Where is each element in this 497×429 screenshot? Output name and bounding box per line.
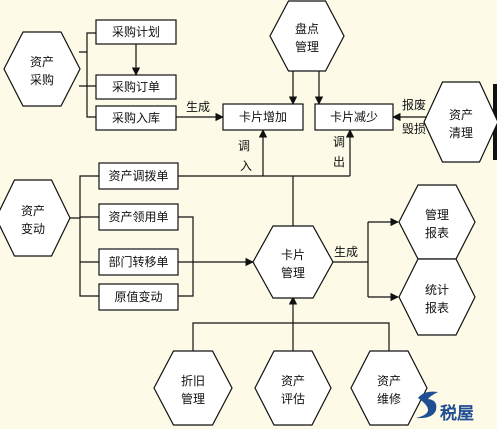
- hexagon-label: 折旧: [181, 373, 205, 388]
- label-damage: 毁损: [402, 121, 426, 136]
- hexagon-shape: [153, 350, 233, 426]
- box-shape: [98, 248, 179, 276]
- label-transfer-in-1: 调: [238, 139, 250, 153]
- box-label: 资产调拨单: [108, 169, 168, 183]
- hexagon-shape: [350, 350, 428, 426]
- hexagon-label: 报表: [425, 300, 449, 315]
- box-purchase-plan: 采购计划: [95, 19, 177, 45]
- hexagon-label: 盘点: [295, 21, 319, 36]
- logo: 税屋: [416, 391, 474, 424]
- hexagon-shape: [398, 258, 476, 336]
- box-shape: [222, 103, 304, 131]
- hexagon-label: 维修: [377, 391, 401, 406]
- box-shape: [98, 283, 179, 311]
- connector-bottom-bar: [192, 322, 390, 353]
- box-requisition-order: 资产领用单: [98, 203, 179, 231]
- box-shape: [98, 162, 179, 190]
- connector-purchase-bracket: [79, 32, 96, 118]
- hexagon-label: 资产: [449, 108, 473, 122]
- hexagon-label: 管理: [295, 39, 319, 54]
- box-purchase-order: 采购订单: [95, 74, 177, 100]
- box-label: 采购订单: [112, 79, 160, 94]
- connector-generate-reports: [333, 222, 369, 297]
- hexagon-label: 资产: [21, 204, 45, 218]
- box-label: 原值变动: [114, 289, 162, 304]
- label-transfer-in-2: 入: [240, 159, 252, 173]
- connectors: [70, 32, 440, 353]
- label-generate-top: 生成: [186, 100, 210, 114]
- box-value-change: 原值变动: [98, 283, 179, 311]
- hexagon-label: 报表: [425, 225, 449, 240]
- hexagon-shape: [398, 184, 476, 260]
- box-label: 卡片增加: [239, 110, 287, 124]
- connector-change-to-card-manage: [178, 216, 194, 297]
- label-transfer-out-2: 出: [333, 155, 345, 169]
- logo-text: 税屋: [440, 403, 474, 424]
- hexagon-shape: [0, 179, 71, 257]
- box-card-add: 卡片增加: [222, 103, 304, 131]
- box-transfer-order: 资产调拨单: [98, 162, 179, 190]
- label-scrap: 报废: [402, 97, 426, 112]
- logo-s-icon: [416, 391, 438, 419]
- box-shape: [95, 74, 177, 100]
- box-label: 资产领用单: [108, 210, 168, 224]
- hexagon-label: 统计: [425, 283, 449, 297]
- hexagon-label: 管理: [281, 265, 305, 280]
- box-shape: [95, 19, 177, 45]
- hexagon-label: 资产: [377, 374, 401, 388]
- hexagon-label: 卡片: [281, 248, 305, 262]
- hexagon-label: 变动: [21, 221, 45, 236]
- box-card-reduce: 卡片减少: [314, 103, 394, 131]
- hexagon-label: 资产: [281, 374, 305, 388]
- hexagon-label: 资产: [30, 55, 54, 69]
- hexagon-shape: [269, 0, 345, 72]
- hexagon-label: 评估: [281, 392, 305, 406]
- label-transfer-out-1: 调: [333, 135, 345, 149]
- hexagon-shape: [423, 81, 497, 163]
- box-label: 部门转移单: [108, 254, 168, 269]
- box-label: 卡片减少: [330, 110, 378, 124]
- box-shape: [95, 105, 177, 131]
- hexagon-shape: [254, 350, 332, 426]
- hexagon-label: 管理: [425, 207, 449, 222]
- box-purchase-stockin: 采购入库: [95, 105, 177, 131]
- hexagon-label: 管理: [181, 391, 205, 406]
- connector-change-bracket: [70, 175, 99, 297]
- hexagon-shape: [252, 225, 334, 299]
- box-label: 采购计划: [112, 24, 160, 39]
- box-shape: [98, 203, 179, 231]
- hexagon-shape: [3, 31, 81, 107]
- box-label: 采购入库: [112, 110, 160, 125]
- label-generate-right: 生成: [334, 245, 358, 259]
- box-dept-transfer: 部门转移单: [98, 248, 179, 276]
- hexagon-label: 清理: [449, 126, 473, 140]
- hexagon-label: 采购: [30, 72, 54, 87]
- box-shape: [314, 103, 394, 131]
